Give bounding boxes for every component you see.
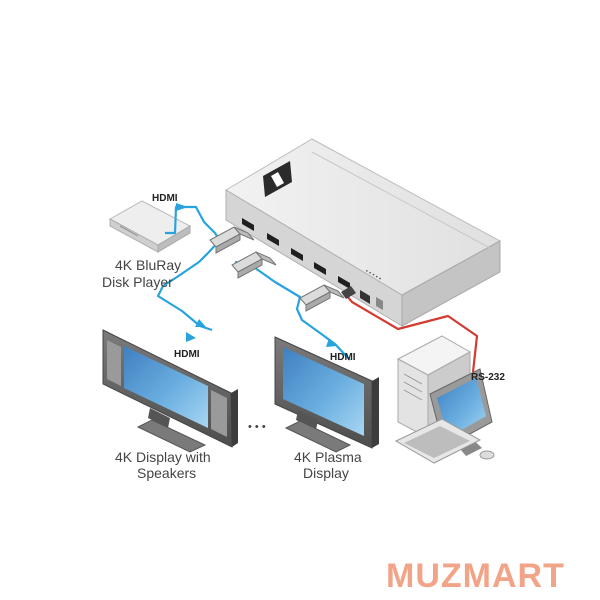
- hdmi-plug-icon: [231, 251, 277, 279]
- computer: [394, 335, 495, 464]
- hdmi-arrow-icons: [176, 203, 337, 347]
- display-left-label-line1: 4K Display with: [115, 449, 211, 465]
- brand-logo-icon: [263, 161, 292, 197]
- hdmi-label-right: HDMI: [330, 352, 356, 363]
- display-left: [102, 329, 238, 453]
- hdmi-label-left: HDMI: [174, 349, 200, 360]
- rs232-cable: [341, 286, 479, 373]
- display-left-label-line2: Speakers: [137, 465, 196, 481]
- port-row: [242, 218, 350, 289]
- bluray-label-line2: Disk Player: [102, 274, 173, 290]
- bluray-label-line1: 4K BluRay: [115, 257, 181, 273]
- watermark-text: MUZMART: [386, 557, 565, 595]
- rs232-label: RS-232: [471, 372, 505, 383]
- display-right-label-line2: Display: [303, 465, 349, 481]
- hdmi-plug-icon: [209, 226, 255, 254]
- display-right: [274, 336, 379, 453]
- hdmi-plug-icon: [299, 284, 345, 312]
- hdmi-label-top: HDMI: [152, 193, 178, 204]
- display-right-label-line1: 4K Plasma: [294, 449, 362, 465]
- rs232-port: [360, 290, 383, 311]
- ellipsis-more-displays: • • •: [248, 421, 266, 433]
- hdmi-distributor-unit: ▪ ▪ ▪ ▪ ▪: [225, 138, 502, 327]
